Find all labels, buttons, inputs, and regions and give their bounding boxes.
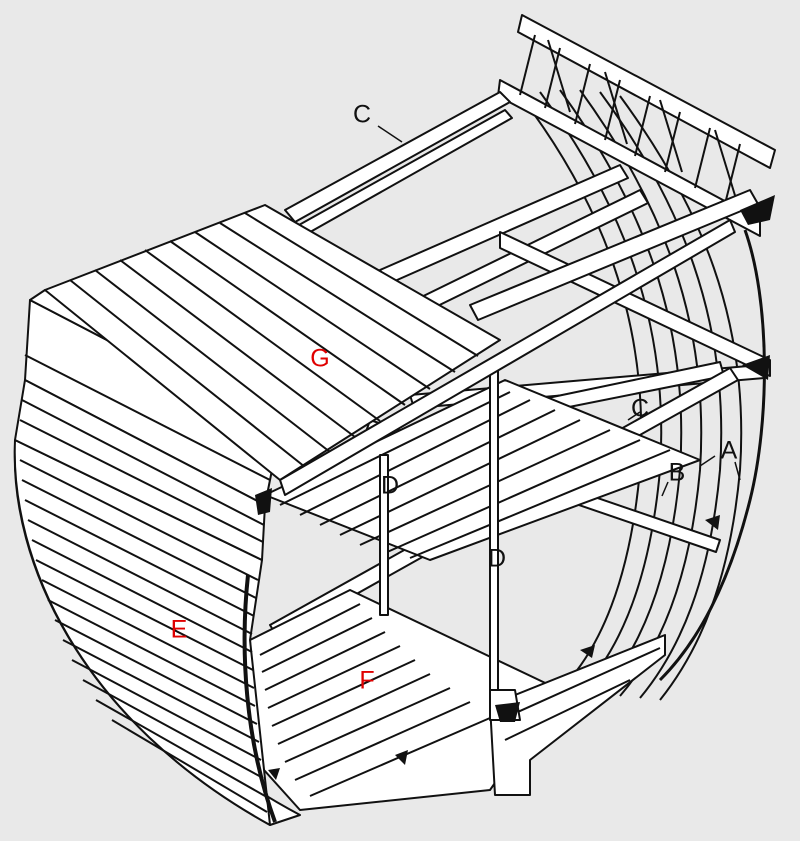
- label-d-left: D: [380, 471, 400, 500]
- label-c-middle: C: [630, 394, 650, 423]
- keel: [489, 634, 666, 796]
- stern-gallery: [497, 14, 776, 237]
- lower-deck: [249, 589, 561, 811]
- label-f: F: [359, 666, 375, 695]
- label-a: A: [720, 436, 738, 465]
- middle-deck: [264, 379, 701, 561]
- hull-side: [13, 429, 301, 826]
- label-g: G: [310, 344, 330, 373]
- label-e: E: [170, 615, 188, 644]
- upper-deck: [44, 204, 736, 496]
- upper-deck-beam: [284, 91, 513, 241]
- leader-lines: [377, 125, 741, 497]
- label-b: B: [668, 458, 686, 487]
- label-d-right: D: [487, 544, 507, 573]
- label-c-top: C: [352, 100, 372, 129]
- knees: [255, 195, 775, 780]
